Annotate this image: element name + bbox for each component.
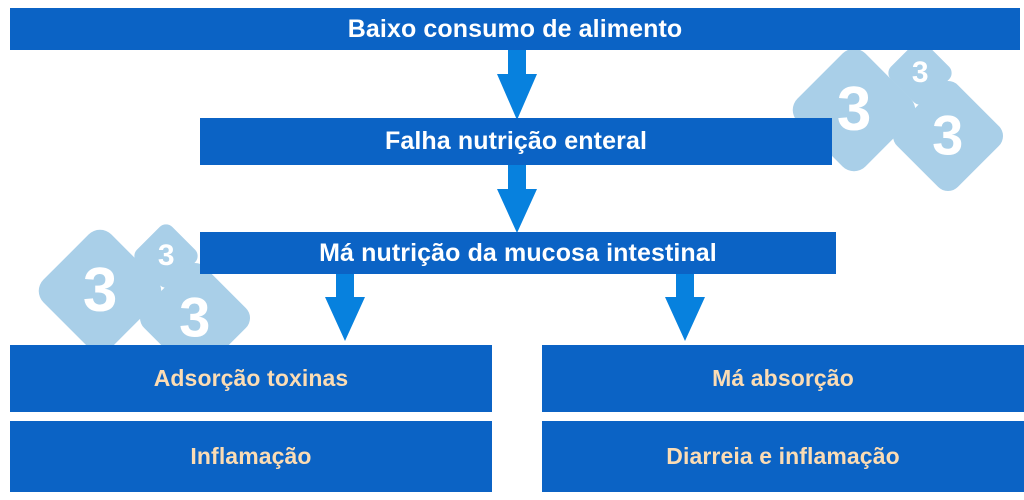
- watermark-numeral: 3: [82, 255, 118, 325]
- node-label: Má nutrição da mucosa intestinal: [319, 238, 717, 267]
- node-adsorcao-toxinas[interactable]: Adsorção toxinas: [10, 345, 492, 412]
- node-ma-nutricao-da-mucosa-intestinal[interactable]: Má nutrição da mucosa intestinal: [200, 232, 836, 274]
- node-label: Falha nutrição enteral: [385, 127, 647, 155]
- arrow-n3-to-n5: [665, 273, 705, 341]
- node-baixo-consumo-de-alimento[interactable]: Baixo consumo de alimento: [10, 8, 1020, 50]
- node-label: Má absorção: [712, 365, 854, 391]
- node-falha-nutricao-enteral[interactable]: Falha nutrição enteral: [200, 118, 832, 165]
- node-label: Adsorção toxinas: [153, 365, 349, 391]
- arrow-n3-to-n4: [325, 273, 365, 341]
- node-inflamacao[interactable]: Inflamação: [10, 421, 492, 492]
- arrow-n1-to-n2: [497, 48, 537, 120]
- watermark-numeral: 3: [179, 286, 211, 349]
- watermark-numeral: 3: [157, 239, 175, 272]
- node-diarreia-e-inflamacao[interactable]: Diarreia e inflamação: [542, 421, 1024, 492]
- arrow-n2-to-n3: [497, 165, 537, 233]
- node-label: Diarreia e inflamação: [666, 443, 900, 469]
- node-ma-absorcao[interactable]: Má absorção: [542, 345, 1024, 412]
- node-label: Inflamação: [190, 443, 312, 469]
- node-label: Baixo consumo de alimento: [347, 14, 683, 43]
